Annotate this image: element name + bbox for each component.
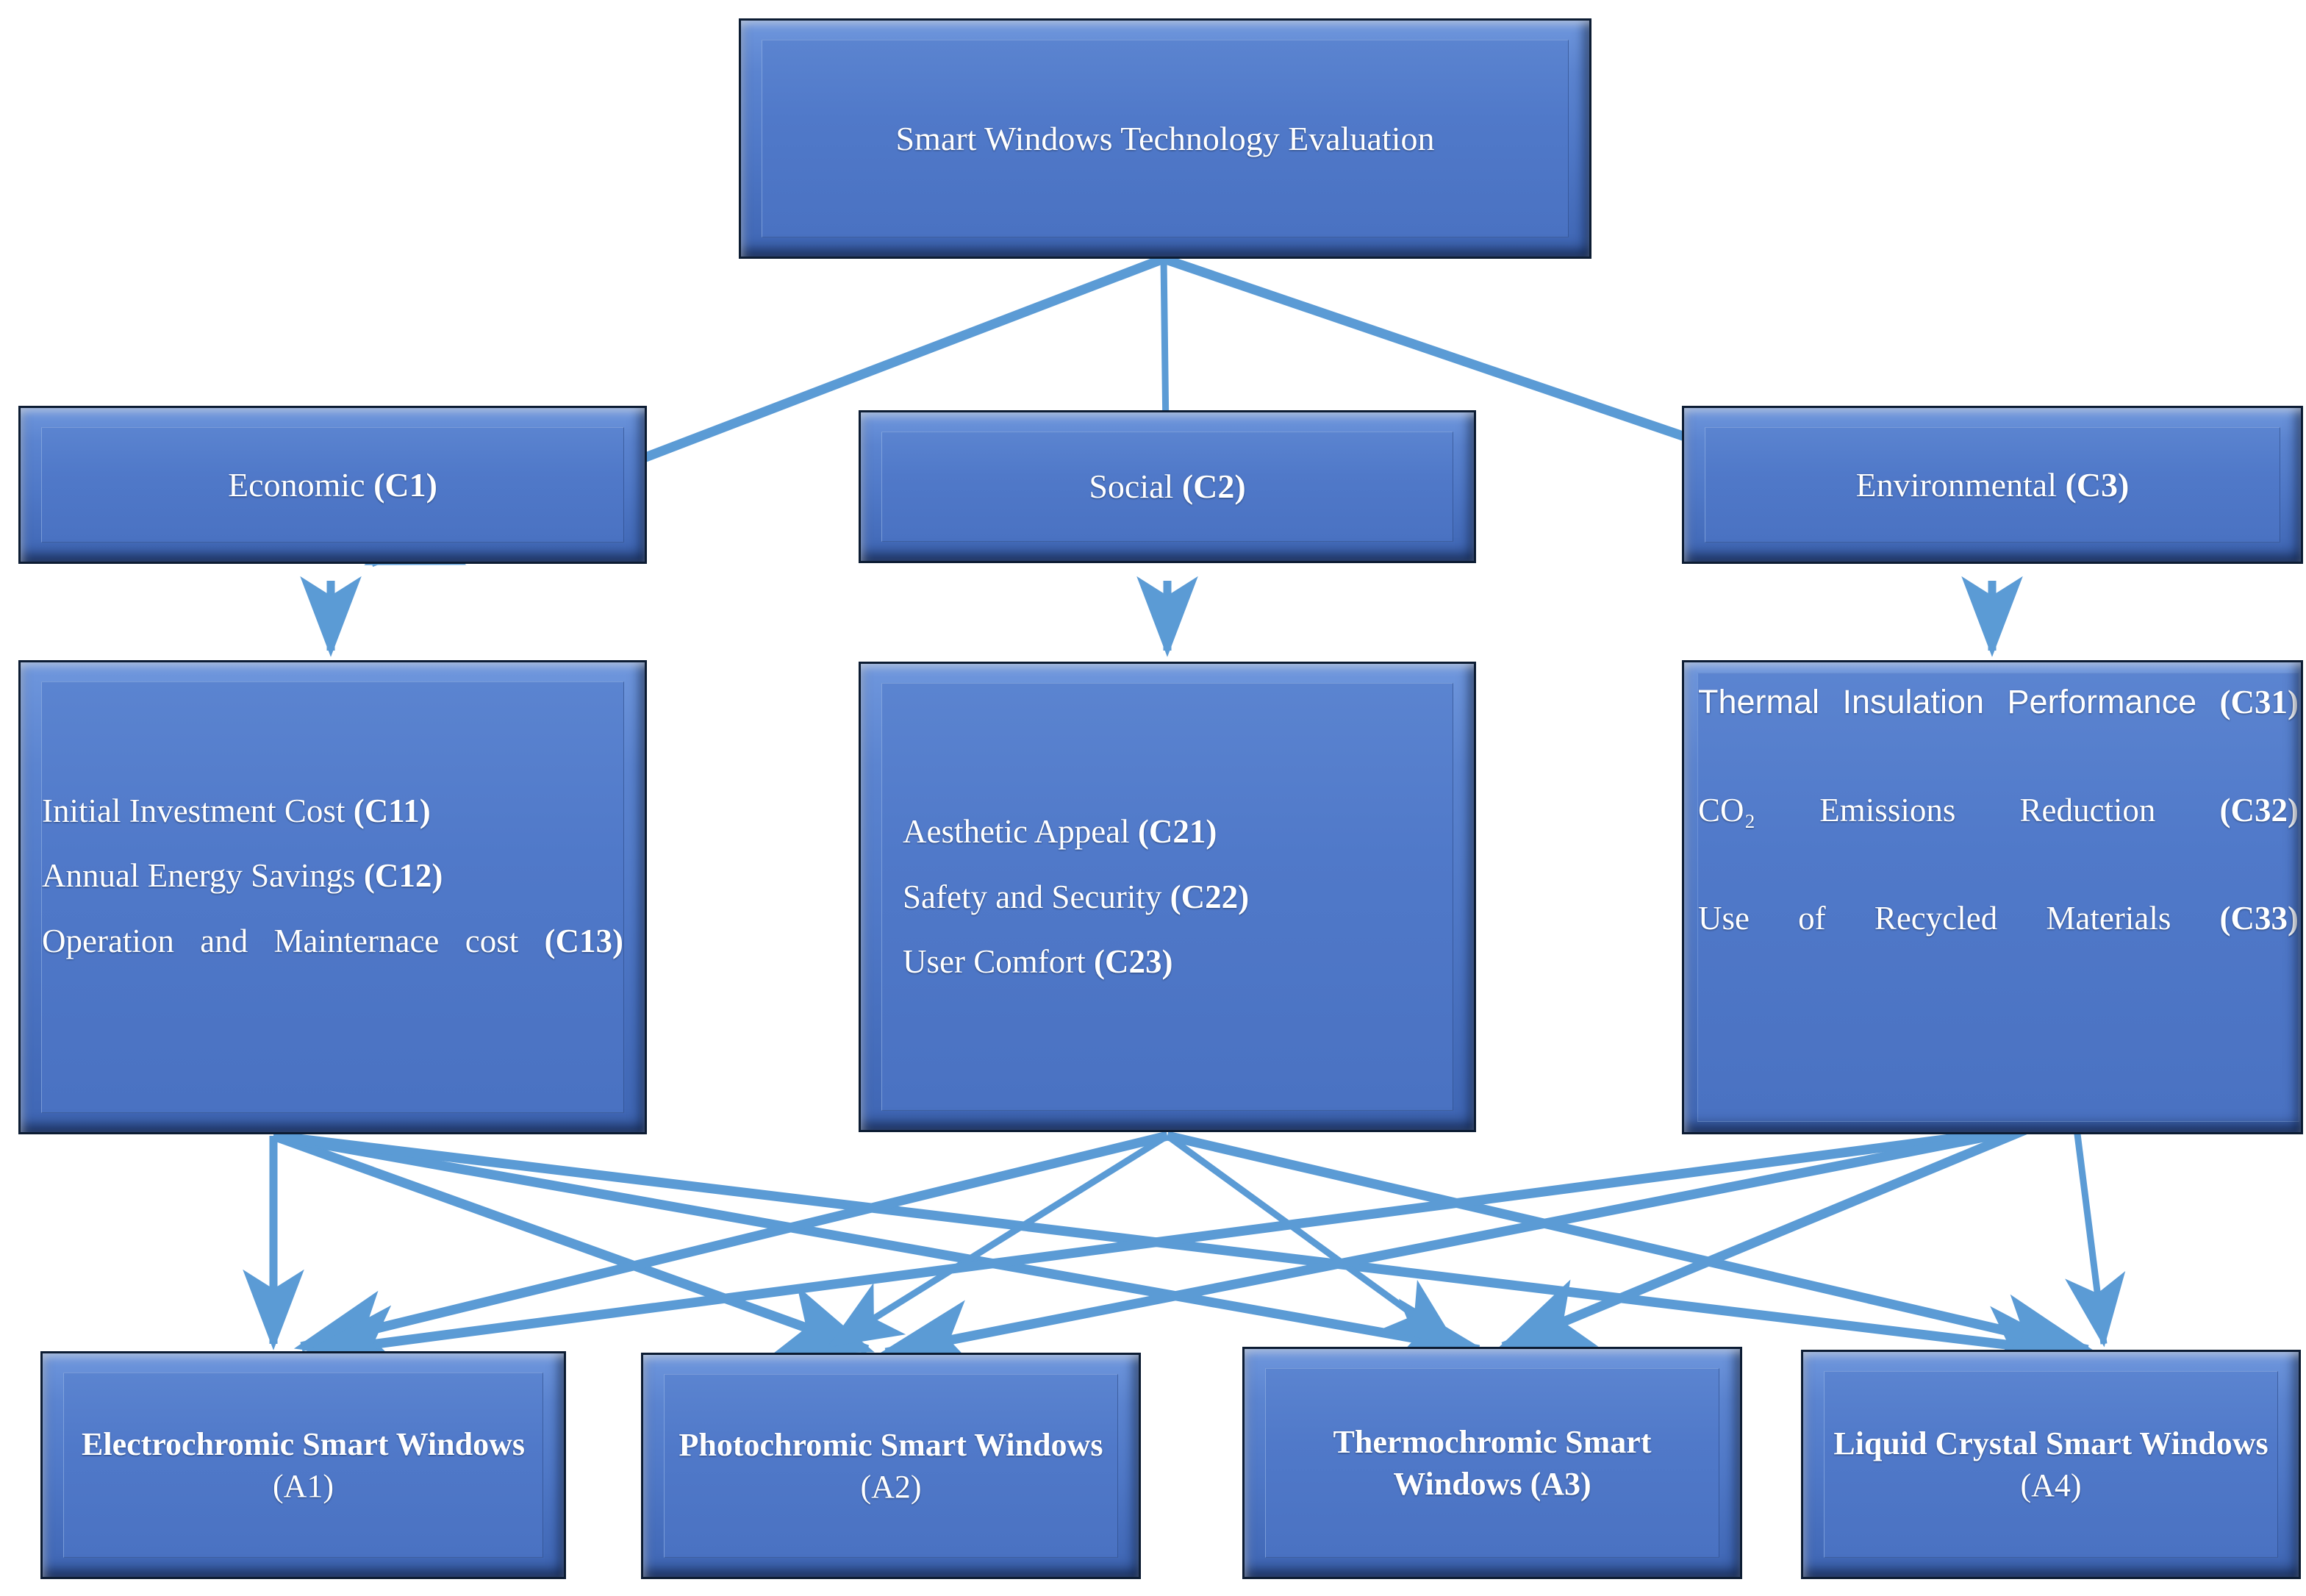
subcriteria-code-c13: (C13) <box>544 922 623 959</box>
alternative-code-a2: (A2) <box>860 1469 922 1505</box>
alternative-code-a3: (A3) <box>1530 1466 1591 1502</box>
subcriteria-name-c33: Use of Recycled Materials <box>1698 900 2220 937</box>
alternative-panel-a2: Photochromic Smart Windows (A2) <box>664 1374 1118 1558</box>
alternative-panel-a4: Liquid Crystal Smart Windows (A4) <box>1824 1371 2278 1558</box>
link-c1x-a4 <box>273 1131 2081 1378</box>
link-c2x-a1 <box>293 1131 1169 1361</box>
subcriteria-code-c11: (C11) <box>353 792 431 829</box>
criteria-name-c1: Economic <box>228 465 374 504</box>
subcriteria-item-c33: Use of Recycled Materials (C33) <box>1698 897 2299 983</box>
link-c2x-a3 <box>1165 1133 1458 1348</box>
subcriteria-name-c22: Safety and Security <box>903 878 1170 915</box>
subcriteria-code-c12: (C12) <box>363 857 443 894</box>
subcriteria-item-c31: Thermal Insulation Performance (C31) <box>1698 681 2299 767</box>
link-c3x-a4 <box>2065 1128 2126 1348</box>
alternative-node-a1[interactable]: Electrochromic Smart Windows (A1) <box>40 1351 566 1579</box>
alternative-label-a1: Electrochromic Smart Windows (A1) <box>64 1423 543 1507</box>
subcriteria-item-c11: Initial Investment Cost (C11) <box>42 790 623 833</box>
subcriteria-code-c32: (C32) <box>2219 792 2299 829</box>
link-c3x-a3 <box>1496 1123 2031 1352</box>
criteria-panel-c2: Social (C2) <box>881 432 1453 542</box>
alternative-panel-a1: Electrochromic Smart Windows (A1) <box>63 1373 543 1558</box>
alternative-name-a4: Liquid Crystal Smart Windows <box>1833 1425 2269 1461</box>
criteria-panel-c1: Economic (C1) <box>41 427 624 543</box>
subcriteria-item-c12: Annual Energy Savings (C12) <box>42 854 623 898</box>
subcriteria-name-c11: Initial Investment Cost <box>42 792 354 829</box>
criteria-label-c3: Environmental (C3) <box>1705 463 2280 507</box>
criteria-code-c1: (C1) <box>373 465 437 504</box>
link-c2x-a2 <box>828 1133 1170 1348</box>
link-c3x-a2 <box>878 1123 2030 1372</box>
alternative-node-a3[interactable]: Thermochromic Smart Windows (A3) <box>1242 1347 1742 1579</box>
subcriteria-node-c3[interactable]: Thermal Insulation Performance (C31) CO₂… <box>1682 660 2303 1134</box>
subcriteria-panel-c2: Aesthetic Appeal (C21) Safety and Securi… <box>881 683 1453 1111</box>
subcriteria-code-c23: (C23) <box>1093 943 1173 981</box>
subcriteria-name-c31: Thermal Insulation Performance <box>1698 683 2220 720</box>
alternative-panel-a3: Thermochromic Smart Windows (A3) <box>1265 1368 1719 1558</box>
subcriteria-node-c1[interactable]: Initial Investment Cost (C11) Annual Ene… <box>18 660 647 1134</box>
criteria-code-c3: (C3) <box>2065 465 2130 504</box>
criteria-node-c1[interactable]: Economic (C1) <box>18 406 647 564</box>
subcriteria-item-c22: Safety and Security (C22) <box>903 876 1453 919</box>
criteria-label-c2: Social (C2) <box>882 465 1453 509</box>
criteria-label-c1: Economic (C1) <box>42 463 623 507</box>
alternative-label-a3: Thermochromic Smart Windows (A3) <box>1266 1421 1719 1505</box>
criteria-code-c2: (C2) <box>1181 468 1246 506</box>
alternative-node-a4[interactable]: Liquid Crystal Smart Windows (A4) <box>1801 1350 2301 1579</box>
subcriteria-code-c22: (C22) <box>1170 878 1250 915</box>
goal-node[interactable]: Smart Windows Technology Evaluation <box>739 18 1591 259</box>
subcriteria-name-c12: Annual Energy Savings <box>42 857 364 894</box>
subcriteria-code-c21: (C21) <box>1137 813 1217 851</box>
subcriteria-item-c32: CO₂ Emissions Reduction (C32) <box>1698 789 2299 875</box>
subcriteria-name-c23: User Comfort <box>903 943 1094 981</box>
criteria-panel-c3: Environmental (C3) <box>1705 427 2280 543</box>
link-c1x-a3 <box>272 1131 1487 1370</box>
link-c2x-a4 <box>1166 1131 2096 1366</box>
link-c1x-a2 <box>271 1131 875 1355</box>
alternative-name-a2: Photochromic Smart Windows <box>678 1426 1103 1463</box>
subcriteria-code-c31: (C31) <box>2219 684 2299 720</box>
goal-panel: Smart Windows Technology Evaluation <box>762 40 1569 237</box>
alternative-name-a1: Electrochromic Smart Windows <box>82 1425 525 1462</box>
criteria-node-c2[interactable]: Social (C2) <box>859 410 1476 563</box>
criteria-name-c2: Social <box>1089 468 1182 506</box>
subcriteria-code-c33: (C33) <box>2219 900 2299 937</box>
subcriteria-item-c13: Operation and Mainternace cost (C13) <box>42 920 623 1006</box>
alternative-code-a1: (A1) <box>272 1468 334 1504</box>
subcriteria-name-c13: Operation and Mainternace cost <box>42 922 545 959</box>
criteria-name-c3: Environmental <box>1855 465 2066 504</box>
alternative-name-a3: Thermochromic Smart Windows <box>1333 1423 1652 1502</box>
subcriteria-panel-c1: Initial Investment Cost (C11) Annual Ene… <box>41 681 624 1113</box>
alternative-label-a4: Liquid Crystal Smart Windows (A4) <box>1825 1423 2277 1506</box>
subcriteria-name-c32: CO₂ Emissions Reduction <box>1698 792 2220 829</box>
alternative-node-a2[interactable]: Photochromic Smart Windows (A2) <box>641 1353 1141 1579</box>
subcriteria-name-c21: Aesthetic Appeal <box>903 813 1138 851</box>
link-c3x-a1 <box>301 1123 2030 1378</box>
criteria-node-c3[interactable]: Environmental (C3) <box>1682 406 2303 564</box>
subcriteria-node-c2[interactable]: Aesthetic Appeal (C21) Safety and Securi… <box>859 662 1476 1132</box>
subcriteria-item-c21: Aesthetic Appeal (C21) <box>903 810 1453 854</box>
subcriteria-item-c23: User Comfort (C23) <box>903 940 1453 984</box>
goal-label: Smart Windows Technology Evaluation <box>895 119 1435 157</box>
alternative-label-a2: Photochromic Smart Windows (A2) <box>665 1424 1117 1508</box>
subcriteria-panel-c3: Thermal Insulation Performance (C31) CO₂… <box>1697 673 2299 1122</box>
alternative-code-a4: (A4) <box>2020 1467 2082 1503</box>
